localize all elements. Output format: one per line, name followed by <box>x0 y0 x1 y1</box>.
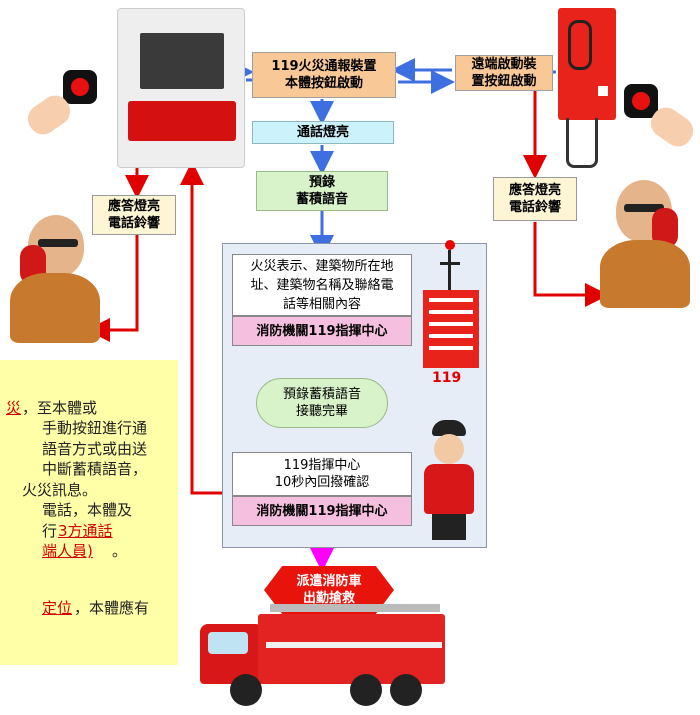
arrow-answer-right-to-phone <box>533 222 609 307</box>
call-light-box: 通話燈亮 <box>252 121 394 144</box>
firefighter-illustration <box>418 420 480 540</box>
command-center-box-1: 消防機關119指揮中心 <box>232 316 412 346</box>
fire-station-building-icon <box>423 290 479 368</box>
arrow-callback-to-device <box>180 161 232 495</box>
device-main-start-box: 119火災通報裝置 本體按鈕啟動 <box>252 52 396 98</box>
note-text-line6: 電話，本體及 <box>42 501 133 519</box>
note-text-line3: 語音方式或由送 <box>42 440 148 458</box>
note-text-remote-person: 端人員) <box>42 542 93 560</box>
report-content-box: 火災表示、建築物所在地 址、建築物名稱及聯絡電 話等相關內容 <box>232 254 412 316</box>
playback-done-box: 預錄蓄積語音 接聽完畢 <box>256 378 388 428</box>
note-text-line1: ，至本體或 <box>22 399 98 417</box>
note-text-location: 定位 <box>42 599 73 617</box>
alarm-device-screen <box>140 33 224 89</box>
note-text-line12: ，本體應有 <box>74 599 150 617</box>
note-text-line2: 手動按鈕進行通 <box>42 419 148 437</box>
fire-truck-illustration <box>200 604 445 709</box>
callback-box: 119指揮中心 10秒內回撥確認 <box>232 452 412 496</box>
press-hand-left-icon <box>22 70 97 140</box>
press-hand-right-icon <box>624 78 699 152</box>
arrow-answer-left-to-phone <box>86 235 139 342</box>
remote-device-cord <box>566 118 598 168</box>
alarm-device-illustration <box>117 8 245 168</box>
dispatch-label: 派遣消防車 出勤搶救 <box>296 574 362 606</box>
note-text-line5: 火災訊息。 <box>22 481 98 499</box>
alarm-device-red-band <box>128 101 236 141</box>
note-text-three-way: 3方通話 <box>58 522 113 540</box>
antenna-tower-icon <box>438 240 462 290</box>
remote-start-box: 遠端啟動裝 置按鈕啟動 <box>455 55 553 91</box>
note-text-line4: 中斷蓄積語音， <box>42 460 148 478</box>
old-man-phone-left-illustration <box>10 215 110 345</box>
note-text-period: 。 <box>112 542 128 560</box>
explanation-note: 災 ，至本體或 手動按鈕進行通 語音方式或由送 中斷蓄積語音， 火災訊息。 電話… <box>0 360 178 665</box>
answer-right-box: 應答燈亮 電話鈴響 <box>493 177 577 221</box>
prerecord-box: 預錄 蓄積語音 <box>256 171 388 211</box>
building-119-label: 119 <box>432 370 462 386</box>
note-text-line7a: 行 <box>42 522 58 540</box>
note-text-fire: 災 <box>6 399 22 417</box>
command-center-box-2: 消防機關119指揮中心 <box>232 496 412 526</box>
remote-start-device-illustration <box>558 8 616 120</box>
answer-left-box: 應答燈亮 電話鈴響 <box>92 195 176 235</box>
old-man-phone-right-illustration <box>592 180 692 310</box>
